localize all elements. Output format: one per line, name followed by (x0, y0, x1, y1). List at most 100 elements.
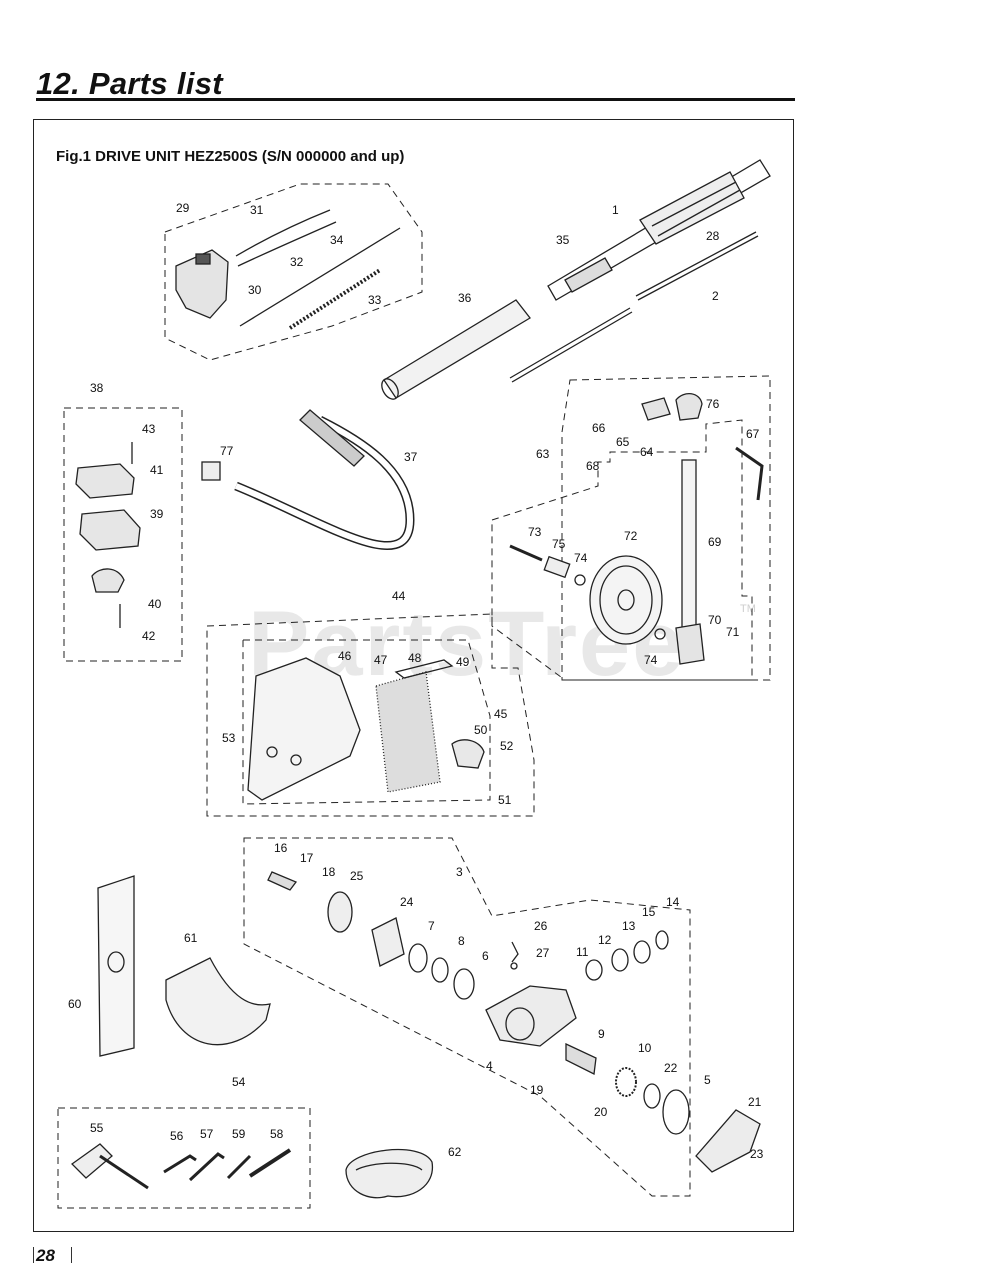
callout-60: 60 (68, 997, 82, 1011)
callout-43: 43 (142, 422, 156, 436)
callout-8: 8 (458, 934, 465, 948)
callout-34: 34 (330, 233, 344, 247)
callout-44: 44 (392, 589, 406, 603)
callout-48: 48 (408, 651, 422, 665)
figure-frame (33, 119, 794, 1232)
callout-54: 54 (232, 1075, 246, 1089)
callout-21: 21 (748, 1095, 762, 1109)
callout-74-upper: 74 (574, 551, 588, 565)
page-number: 28 (36, 1246, 55, 1265)
watermark-trademark: TM (740, 603, 756, 615)
callout-59: 59 (232, 1127, 246, 1141)
group-outline-68 (491, 419, 753, 681)
callout-25: 25 (350, 869, 364, 883)
callout-17: 17 (300, 851, 314, 865)
blade-60-part (97, 875, 135, 1057)
callout-38: 38 (90, 381, 104, 395)
callout-22: 22 (664, 1061, 678, 1075)
callout-12: 12 (598, 933, 612, 947)
callout-69: 69 (708, 535, 722, 549)
callout-73: 73 (528, 525, 542, 539)
callout-2: 2 (712, 289, 719, 303)
goggles-part (345, 1148, 433, 1199)
callout-57: 57 (200, 1127, 214, 1141)
callout-5: 5 (704, 1073, 711, 1087)
callout-7: 7 (428, 919, 435, 933)
shaft-tube-part (547, 159, 771, 301)
callout-39: 39 (150, 507, 164, 521)
part-sketches (70, 159, 771, 1199)
callout-46: 46 (338, 649, 352, 663)
callout-41: 41 (150, 463, 164, 477)
group-outline-54 (57, 1107, 311, 1209)
group-outline-3 (243, 837, 691, 1197)
callout-47: 47 (374, 653, 388, 667)
callout-29: 29 (176, 201, 190, 215)
callout-10: 10 (638, 1041, 652, 1055)
callout-70: 70 (708, 613, 722, 627)
group-outlines (57, 183, 771, 1209)
callout-58: 58 (270, 1127, 284, 1141)
callout-15: 15 (642, 905, 656, 919)
callout-61: 61 (184, 931, 198, 945)
callout-16: 16 (274, 841, 288, 855)
callout-35: 35 (556, 233, 570, 247)
callout-20: 20 (594, 1105, 608, 1119)
callout-18: 18 (322, 865, 336, 879)
callout-40: 40 (148, 597, 162, 611)
group-outline-29 (164, 183, 423, 361)
callout-75: 75 (552, 537, 566, 551)
tool-kit-part (70, 1143, 292, 1190)
group-outline-38 (63, 407, 183, 662)
callout-31: 31 (250, 203, 264, 217)
group-outline-45 (242, 639, 491, 805)
callout-74-lower: 74 (644, 653, 658, 667)
drive-shaft-part (509, 231, 759, 383)
callout-49: 49 (456, 655, 470, 669)
page-heading: 12. Parts list (36, 66, 223, 101)
callout-14: 14 (666, 895, 680, 909)
callout-72: 72 (624, 529, 638, 543)
callout-13: 13 (622, 919, 636, 933)
callout-66: 66 (592, 421, 606, 435)
callout-68: 68 (586, 459, 600, 473)
callout-67: 67 (746, 427, 760, 441)
callout-51: 51 (498, 793, 512, 807)
callout-65: 65 (616, 435, 630, 449)
cover-61-part (165, 957, 271, 1046)
page-number-bar-right (71, 1247, 72, 1263)
callout-32: 32 (290, 255, 304, 269)
callout-71: 71 (726, 625, 740, 639)
callout-6: 6 (482, 949, 489, 963)
callout-33: 33 (368, 293, 382, 307)
clamp-38-part (75, 442, 141, 628)
callout-4: 4 (486, 1059, 493, 1073)
callout-52: 52 (500, 739, 514, 753)
guard-plate-part (247, 657, 485, 801)
callout-76: 76 (706, 397, 720, 411)
tube-36-part (383, 299, 531, 399)
callout-19: 19 (530, 1083, 544, 1097)
wheel-assembly-part (509, 393, 764, 665)
throttle-part (175, 209, 401, 330)
callout-1: 1 (612, 203, 619, 217)
heading-rule (36, 98, 795, 101)
callout-28: 28 (706, 229, 720, 243)
callout-45: 45 (494, 707, 508, 721)
group-outline-44 (206, 613, 535, 817)
callout-63: 63 (536, 447, 550, 461)
callout-24: 24 (400, 895, 414, 909)
callout-27: 27 (536, 946, 550, 960)
callout-23: 23 (750, 1147, 764, 1161)
callout-42: 42 (142, 629, 156, 643)
callout-37: 37 (404, 450, 418, 464)
callout-9: 9 (598, 1027, 605, 1041)
callout-53: 53 (222, 731, 236, 745)
callout-62: 62 (448, 1145, 462, 1159)
page-number-bar-left (33, 1247, 34, 1263)
callout-36: 36 (458, 291, 472, 305)
callout-3: 3 (456, 865, 463, 879)
callout-11: 11 (576, 945, 589, 959)
callout-labels: 1 2 3 4 5 6 7 8 9 10 11 12 13 14 15 16 1… (68, 201, 764, 1161)
callout-30: 30 (248, 283, 262, 297)
